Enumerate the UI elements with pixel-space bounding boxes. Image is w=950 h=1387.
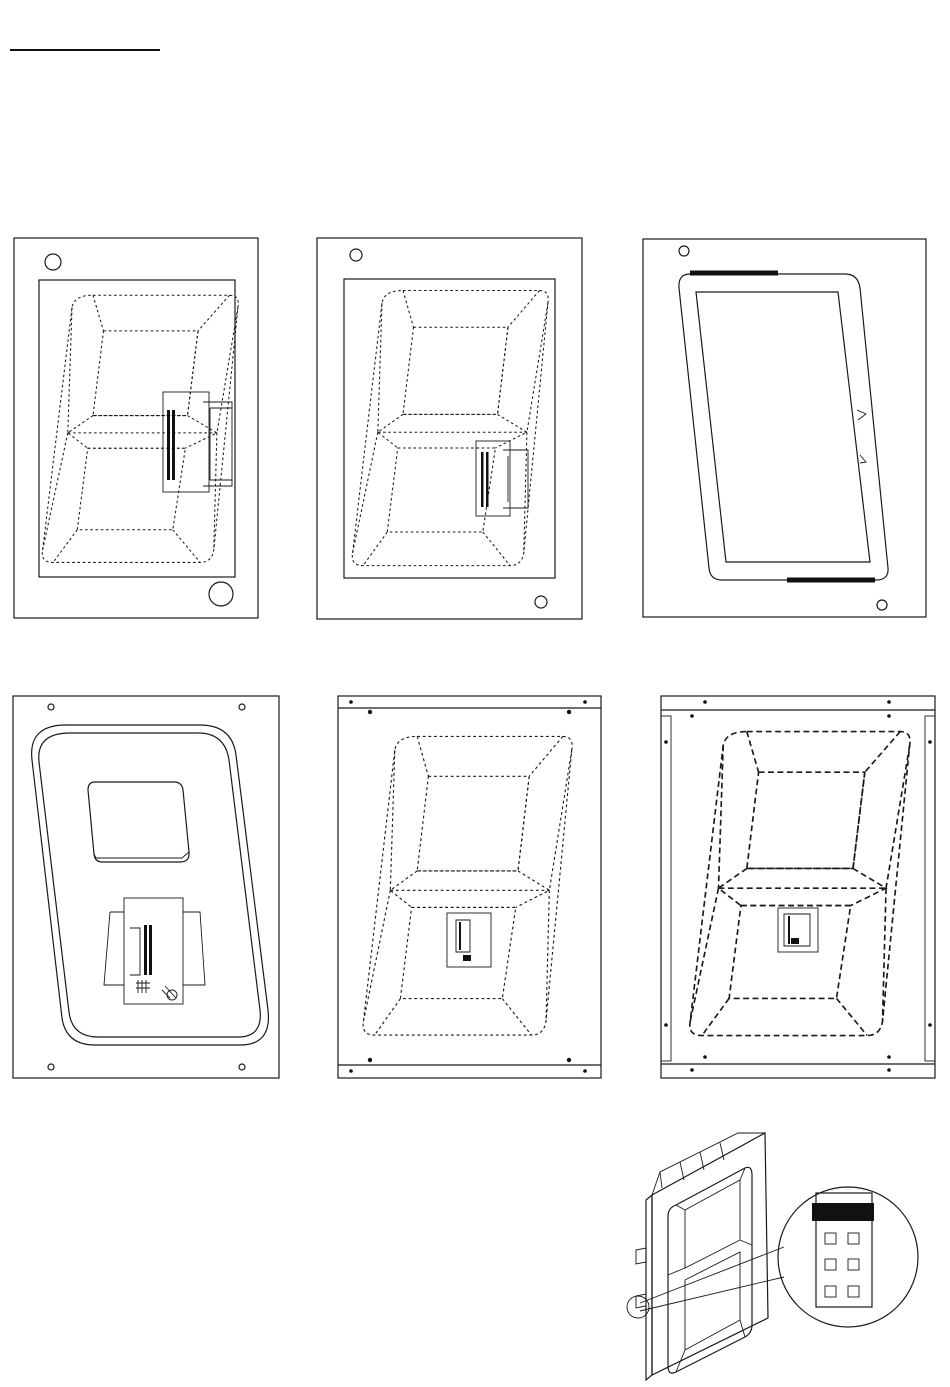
connector-2 — [476, 441, 528, 516]
driver-header — [144, 925, 152, 975]
panel-1 — [14, 238, 258, 618]
panel-3 — [643, 239, 926, 617]
connector-1 — [163, 392, 232, 492]
connector-6 — [778, 908, 818, 952]
connector-detail-callout — [778, 1187, 918, 1327]
connector-5 — [447, 913, 491, 967]
panel-4 — [13, 696, 279, 1078]
panel-5 — [338, 696, 601, 1078]
panel-2 — [317, 238, 582, 619]
panel-6 — [661, 696, 935, 1078]
panel-7-isometric — [627, 1133, 918, 1380]
